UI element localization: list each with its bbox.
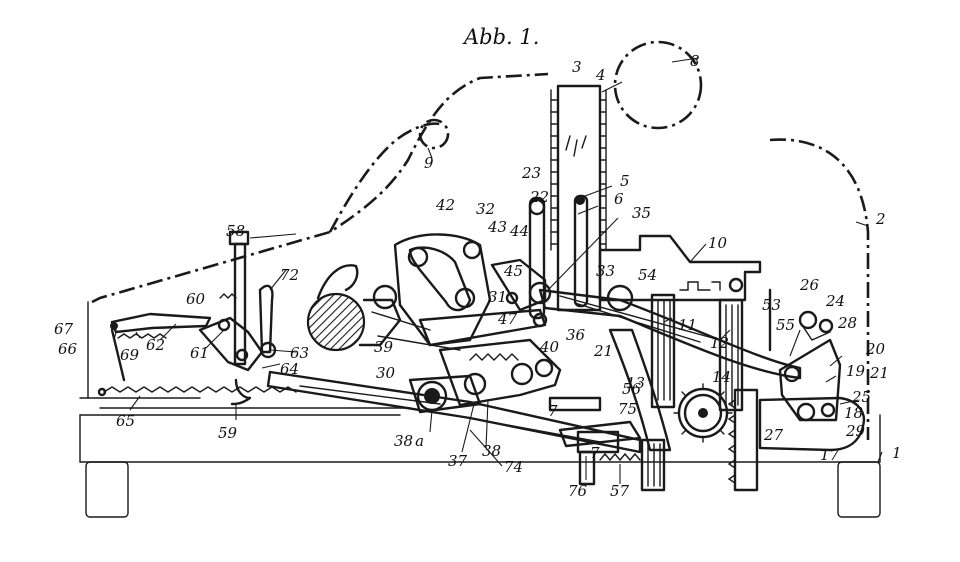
- label-4: 4: [595, 66, 606, 84]
- label-11: 11: [678, 316, 697, 334]
- label-17: 17: [820, 446, 840, 464]
- label-72: 72: [280, 266, 299, 284]
- label-12: 12: [710, 334, 729, 352]
- label-55: 55: [776, 316, 795, 334]
- type-bar-column: [528, 84, 607, 320]
- label-38a-suffix: a: [415, 432, 424, 450]
- leader-lines: [113, 57, 883, 484]
- label-66: 66: [58, 340, 78, 358]
- main-lever: [538, 284, 802, 452]
- label-20: 20: [865, 340, 886, 358]
- label-6: 6: [614, 190, 624, 208]
- label-44: 44: [509, 222, 529, 240]
- label-14: 14: [712, 368, 731, 386]
- label-8: 8: [690, 52, 700, 70]
- label-43: 43: [487, 218, 507, 236]
- label-21b: 21: [869, 364, 889, 382]
- label-40: 40: [539, 338, 560, 356]
- label-33: 33: [596, 262, 615, 280]
- label-45: 45: [503, 262, 523, 280]
- label-2: 2: [875, 210, 886, 228]
- label-59: 59: [218, 424, 238, 442]
- right-lever-assembly: [758, 310, 866, 452]
- machine-base: [79, 301, 881, 518]
- label-65: 65: [116, 412, 135, 430]
- label-30: 30: [376, 364, 396, 382]
- label-63: 63: [290, 344, 309, 362]
- part-labels: 3 4 8 9 2 1 23 22 5 6 35 42 32 43 44 45 …: [54, 52, 902, 500]
- label-47: 47: [497, 310, 518, 328]
- label-37: 37: [448, 452, 468, 470]
- cover-outline: [91, 40, 870, 440]
- label-32: 32: [476, 200, 495, 218]
- label-67: 67: [54, 320, 74, 338]
- label-57: 57: [610, 482, 630, 500]
- label-76: 76: [568, 482, 588, 500]
- label-22: 22: [529, 188, 549, 206]
- label-58: 58: [226, 222, 245, 240]
- label-7a: 7: [548, 402, 558, 420]
- label-64: 64: [280, 360, 299, 378]
- label-60: 60: [186, 290, 206, 308]
- label-3: 3: [572, 58, 582, 76]
- label-38: 38: [482, 442, 501, 460]
- label-36: 36: [566, 326, 586, 344]
- label-21a: 21: [593, 342, 613, 360]
- label-25: 25: [851, 388, 871, 406]
- label-31: 31: [488, 288, 507, 306]
- label-75: 75: [618, 400, 637, 418]
- label-23: 23: [521, 164, 541, 182]
- carriage-slide: [598, 234, 772, 412]
- key-assembly: [97, 230, 297, 406]
- label-27: 27: [763, 426, 784, 444]
- label-69: 69: [120, 346, 140, 364]
- label-13: 13: [626, 374, 645, 392]
- label-26: 26: [799, 276, 820, 294]
- label-24: 24: [825, 292, 845, 310]
- label-7b: 7: [590, 444, 600, 462]
- figure-title: Abb. 1.: [462, 25, 539, 49]
- label-38a-number: 38: [394, 432, 413, 450]
- label-42: 42: [435, 196, 455, 214]
- label-56: 56: [622, 380, 642, 398]
- label-1: 1: [892, 444, 902, 462]
- label-62: 62: [146, 336, 165, 354]
- label-5: 5: [620, 172, 630, 190]
- label-18: 18: [844, 404, 863, 422]
- label-53: 53: [762, 296, 781, 314]
- label-29: 29: [845, 422, 866, 440]
- label-39: 39: [374, 338, 394, 356]
- drive-gear: [548, 383, 759, 492]
- label-54: 54: [638, 266, 657, 284]
- label-9: 9: [424, 154, 434, 172]
- label-61: 61: [190, 344, 209, 362]
- label-74: 74: [504, 458, 523, 476]
- label-35: 35: [632, 204, 651, 222]
- long-bars: [266, 370, 642, 454]
- label-19: 19: [846, 362, 866, 380]
- label-28: 28: [837, 314, 857, 332]
- label-10: 10: [708, 234, 728, 252]
